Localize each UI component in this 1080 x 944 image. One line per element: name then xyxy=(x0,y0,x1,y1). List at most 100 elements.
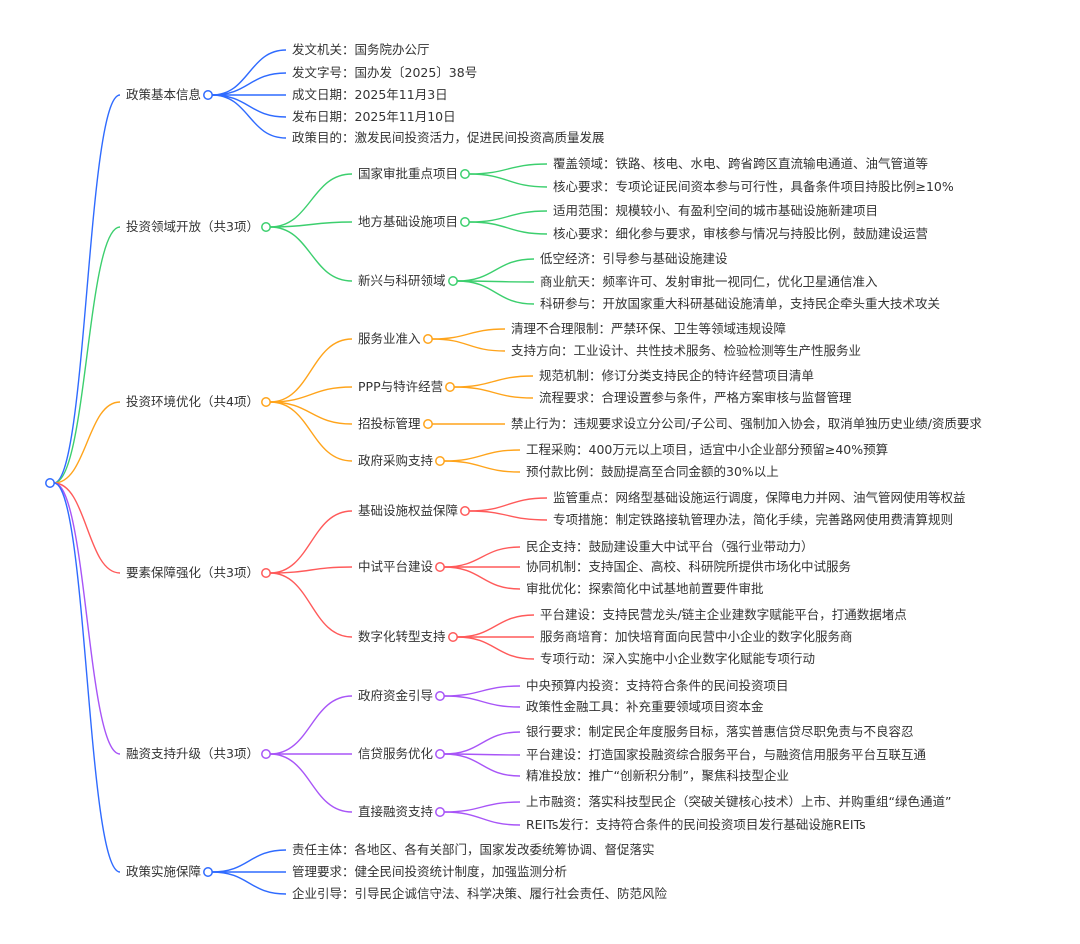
connector-line xyxy=(443,731,521,755)
leaf-node[interactable]: 责任主体：各地区、各有关部门，国家发改委统筹协调、督促落实 xyxy=(292,842,655,857)
collapse-toggle-icon[interactable] xyxy=(423,334,433,344)
collapse-toggle-icon[interactable] xyxy=(448,276,458,286)
collapse-toggle-icon[interactable] xyxy=(261,397,271,407)
connector-line xyxy=(211,49,287,96)
branch-node[interactable]: 要素保障强化（共3项） xyxy=(126,565,259,580)
leaf-node[interactable]: 上市融资：落实科技型民企（突破关键核心技术）上市、并购重组“绿色通道” xyxy=(526,794,952,809)
collapse-toggle-icon[interactable] xyxy=(203,867,213,877)
connector-line xyxy=(456,636,535,660)
connector-line xyxy=(269,338,353,403)
connector-line xyxy=(53,401,121,484)
sub-branch-node[interactable]: 新兴与科研领域 xyxy=(358,273,446,288)
connector-line xyxy=(468,163,548,175)
collapse-toggle-icon[interactable] xyxy=(460,169,470,179)
connector-line xyxy=(443,685,521,697)
collapse-toggle-icon[interactable] xyxy=(203,90,213,100)
collapse-toggle-icon[interactable] xyxy=(435,807,445,817)
connector-line xyxy=(468,497,548,512)
sub-branch-node[interactable]: 数字化转型支持 xyxy=(358,629,446,644)
leaf-node[interactable]: 审批优化：探索简化中试基地前置要件审批 xyxy=(526,581,764,596)
connector-line xyxy=(269,695,353,755)
collapse-toggle-icon[interactable] xyxy=(460,217,470,227)
sub-branch-node[interactable]: 国家审批重点项目 xyxy=(358,166,459,181)
leaf-node[interactable]: 协同机制：支持国企、高校、科研院所提供市场化中试服务 xyxy=(526,559,852,574)
leaf-node[interactable]: 商业航天：频率许可、发射审批一视同仁，优化卫星通信准入 xyxy=(540,274,878,289)
collapse-toggle-icon[interactable] xyxy=(45,478,55,488)
sub-branch-node[interactable]: 政府资金引导 xyxy=(358,688,434,703)
collapse-toggle-icon[interactable] xyxy=(448,632,458,642)
leaf-node[interactable]: 企业引导：引导民企诚信守法、科学决策、履行社会责任、防范风险 xyxy=(292,886,668,901)
connector-line xyxy=(269,221,353,228)
leaf-node[interactable]: 规范机制：修订分类支持民企的特许经营项目清单 xyxy=(539,368,815,383)
leaf-node[interactable]: 流程要求：合理设置参与条件，严格方案审核与监督管理 xyxy=(539,390,852,405)
leaf-node[interactable]: 支持方向：工业设计、共性技术服务、检验检测等生产性服务业 xyxy=(511,343,862,358)
collapse-toggle-icon[interactable] xyxy=(435,749,445,759)
leaf-node[interactable]: 平台建设：支持民营龙头/链主企业建数字赋能平台，打通数据堵点 xyxy=(540,607,907,622)
leaf-node[interactable]: 监管重点：网络型基础设施运行调度，保障电力并网、油气管网使用等权益 xyxy=(553,490,966,505)
collapse-toggle-icon[interactable] xyxy=(261,749,271,759)
leaf-node[interactable]: 中央预算内投资：支持符合条件的民间投资项目 xyxy=(526,678,789,693)
leaf-node[interactable]: 平台建设：打造国家投融资综合服务平台，与融资信用服务平台互联互通 xyxy=(526,747,927,762)
leaf-node[interactable]: 管理要求：健全民间投资统计制度，加强监测分析 xyxy=(292,864,568,879)
leaf-node[interactable]: 政策目的：激发民间投资活力，促进民间投资高质量发展 xyxy=(292,130,605,145)
branch-node[interactable]: 投资领域开放（共3项） xyxy=(126,219,259,234)
leaf-node[interactable]: 覆盖领域：铁路、核电、水电、跨省跨区直流输电通道、油气管道等 xyxy=(553,156,929,171)
leaf-node[interactable]: 民企支持：鼓励建设重大中试平台（强行业带动力） xyxy=(526,539,814,554)
connector-line xyxy=(453,386,534,399)
connector-line xyxy=(443,566,521,590)
sub-branch-node[interactable]: 信贷服务优化 xyxy=(358,746,434,761)
connector-line xyxy=(211,849,287,873)
collapse-toggle-icon[interactable] xyxy=(460,506,470,516)
sub-branch-node[interactable]: PPP与特许经营 xyxy=(358,379,444,394)
branch-node[interactable]: 融资支持升级（共3项） xyxy=(126,746,259,761)
sub-branch-node[interactable]: 中试平台建设 xyxy=(358,559,434,574)
collapse-toggle-icon[interactable] xyxy=(435,691,445,701)
sub-branch-node[interactable]: 服务业准入 xyxy=(358,331,421,346)
leaf-node[interactable]: 低空经济：引导参与基础设施建设 xyxy=(540,251,728,266)
collapse-toggle-icon[interactable] xyxy=(261,568,271,578)
leaf-node[interactable]: 服务商培育：加快培育面向民营中小企业的数字化服务商 xyxy=(540,629,853,644)
leaf-node[interactable]: 发文机关：国务院办公厅 xyxy=(292,42,430,57)
leaf-node[interactable]: 核心要求：专项论证民间资本参与可行性，具备条件项目持股比例≥10% xyxy=(553,179,954,194)
leaf-node[interactable]: 预付款比例：鼓励提高至合同金额的30%以上 xyxy=(526,464,779,479)
leaf-node[interactable]: 清理不合理限制：严禁环保、卫生等领域违规设障 xyxy=(511,321,787,336)
sub-branch-node[interactable]: 直接融资支持 xyxy=(358,804,434,819)
sub-branch-node[interactable]: 招投标管理 xyxy=(358,416,421,431)
leaf-node[interactable]: 核心要求：细化参与要求，审核参与情况与持股比例，鼓励建设运营 xyxy=(553,226,929,241)
leaf-node[interactable]: 适用范围：规模较小、有盈利空间的城市基础设施新建项目 xyxy=(553,203,879,218)
leaf-node[interactable]: 精准投放：推广“创新积分制”，聚焦科技型企业 xyxy=(526,768,789,783)
leaf-node[interactable]: 发文字号：国办发〔2025〕38号 xyxy=(292,65,478,80)
collapse-toggle-icon[interactable] xyxy=(435,562,445,572)
leaf-node[interactable]: REITs发行：支持符合条件的民间投资项目发行基础设施REITs xyxy=(526,817,866,832)
connector-line xyxy=(269,572,353,638)
connector-line xyxy=(269,401,353,425)
connector-line xyxy=(456,258,535,282)
leaf-node[interactable]: 工程采购：400万元以上项目，适宜中小企业部分预留≥40%预算 xyxy=(526,442,889,457)
leaf-node[interactable]: 专项措施：制定铁路接轨管理办法，简化手续，完善路网使用费清算规则 xyxy=(553,512,954,527)
leaf-node[interactable]: 科研参与：开放国家重大科研基础设施清单，支持民企牵头重大技术攻关 xyxy=(540,296,941,311)
connector-line xyxy=(456,280,535,305)
sub-branch-node[interactable]: 地方基础设施项目 xyxy=(358,214,459,229)
connector-line xyxy=(269,173,353,228)
connector-line xyxy=(211,94,287,139)
leaf-node[interactable]: 专项行动：深入实施中小企业数字化赋能专项行动 xyxy=(540,651,816,666)
leaf-node[interactable]: 银行要求：制定民企年度服务目标，落实普惠信贷尽职免责与不良容忍 xyxy=(526,724,914,739)
sub-branch-node[interactable]: 基础设施权益保障 xyxy=(358,503,459,518)
branch-node[interactable]: 投资环境优化（共4项） xyxy=(126,394,259,409)
collapse-toggle-icon[interactable] xyxy=(261,222,271,232)
leaf-node[interactable]: 成文日期：2025年11月3日 xyxy=(292,87,448,102)
collapse-toggle-icon[interactable] xyxy=(435,456,445,466)
branch-node[interactable]: 政策实施保障 xyxy=(126,864,202,879)
connector-line xyxy=(443,753,521,777)
branch-node[interactable]: 政策基本信息 xyxy=(126,87,202,102)
leaf-node[interactable]: 政策性金融工具：补充重要领域项目资本金 xyxy=(526,699,764,714)
connector-line xyxy=(468,221,548,235)
connector-line xyxy=(443,449,521,462)
collapse-toggle-icon[interactable] xyxy=(445,382,455,392)
leaf-node[interactable]: 发布日期：2025年11月10日 xyxy=(292,109,456,124)
sub-branch-node[interactable]: 政府采购支持 xyxy=(358,453,434,468)
leaf-node[interactable]: 禁止行为：违规要求设立分公司/子公司、强制加入协会，取消单独历史业绩/资质要求 xyxy=(511,416,982,431)
collapse-toggle-icon[interactable] xyxy=(423,419,433,429)
